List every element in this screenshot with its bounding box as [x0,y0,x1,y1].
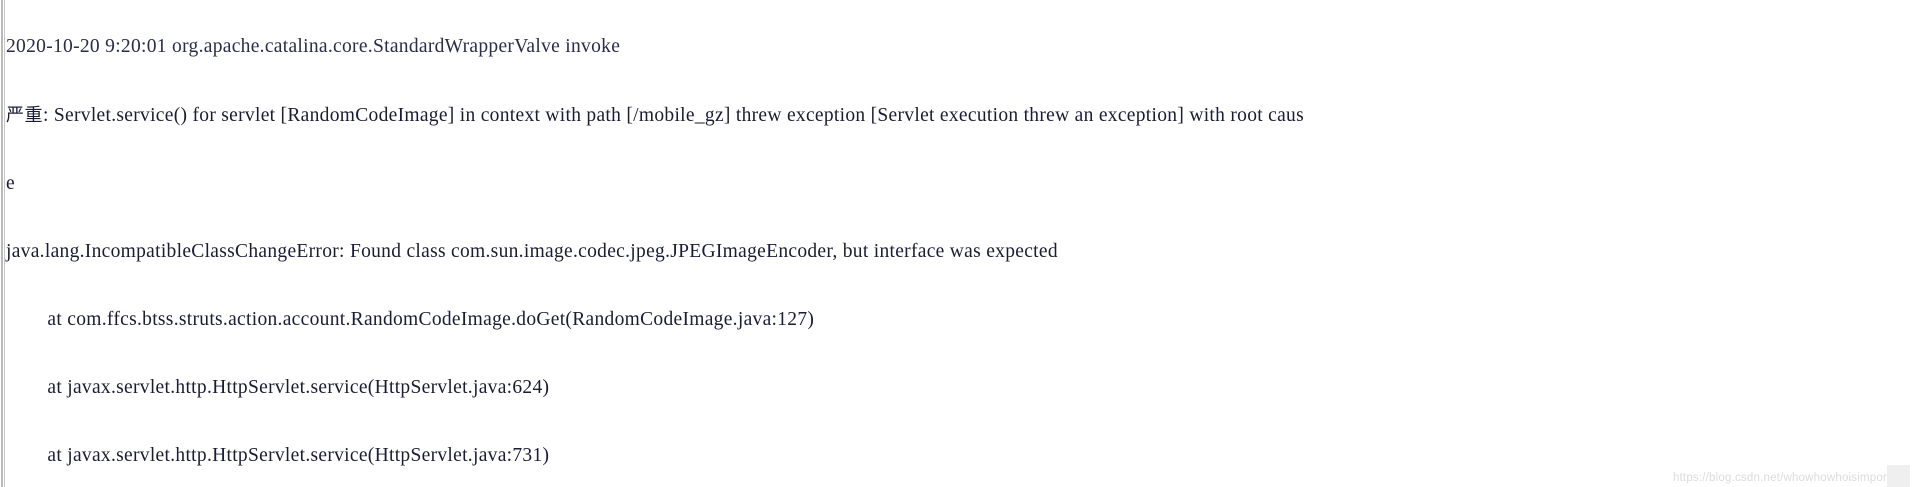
log-line: at javax.servlet.http.HttpServlet.servic… [6,376,550,398]
log-line: 严重: Servlet.service() for servlet [Rando… [6,104,1304,126]
log-line: at javax.servlet.http.HttpServlet.servic… [6,444,550,466]
log-line: 2020-10-20 9:20:01 org.apache.catalina.c… [6,36,621,58]
editor-left-gutter [0,0,5,487]
cjk-text: 严重 [6,104,43,126]
gutter-rule [1,0,3,487]
log-line: at com.ffcs.btss.struts.action.account.R… [6,308,815,330]
log-line: e [6,172,15,194]
log-text-body[interactable]: 2020-10-20 9:20:01 org.apache.catalina.c… [6,0,1913,487]
watermark-corner-fade [1887,465,1913,487]
csdn-watermark: https://blog.csdn.net/whowhowhoisimporta… [1672,472,1907,484]
log-line: java.lang.IncompatibleClassChangeError: … [6,240,1058,262]
pane-right-edge [1910,0,1913,487]
